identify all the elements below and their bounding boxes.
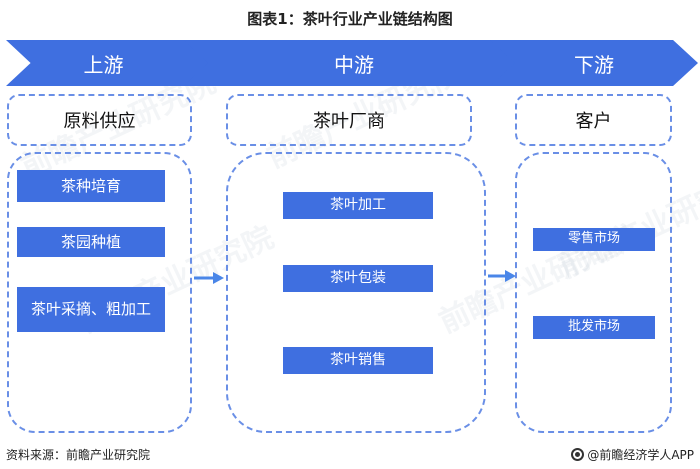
- stage-downstream-banner: 下游: [490, 40, 698, 86]
- brand-logo-icon: [571, 448, 585, 461]
- upstream-header-label: 原料供应: [63, 111, 136, 132]
- midstream-item: 茶叶销售: [283, 347, 433, 374]
- downstream-content-box: [515, 152, 672, 433]
- midstream-content-box: [226, 152, 486, 433]
- midstream-item: 茶叶加工: [283, 192, 433, 219]
- stage-midstream-banner: 中游: [184, 40, 524, 86]
- upstream-header-box: 原料供应: [7, 94, 192, 146]
- chart-title: 图表1：茶叶行业产业链结构图: [247, 10, 453, 28]
- upstream-item: 茶叶采摘、粗加工: [17, 287, 165, 332]
- stage-midstream-label: 中游: [334, 52, 374, 77]
- stage-upstream-label: 上游: [83, 52, 124, 77]
- upstream-item: 茶种培育: [17, 170, 165, 202]
- downstream-item: 批发市场: [533, 316, 655, 339]
- stage-downstream-label: 下游: [574, 52, 614, 77]
- downstream-header-box: 客户: [515, 94, 672, 146]
- midstream-item: 茶叶包装: [283, 265, 433, 292]
- stage-upstream-banner: 上游: [6, 40, 211, 86]
- midstream-header-label: 茶叶厂商: [313, 111, 385, 132]
- upstream-content-box: [7, 152, 192, 433]
- downstream-item: 零售市场: [533, 228, 655, 251]
- downstream-header-label: 客户: [575, 111, 612, 132]
- brand-credit-label: @前瞻经济学人APP: [587, 448, 694, 462]
- upstream-item: 茶园种植: [17, 227, 165, 257]
- flow-arrow-icon: [488, 270, 516, 282]
- brand-credit: @前瞻经济学人APP: [571, 446, 694, 463]
- source-note: 资料来源：前瞻产业研究院: [6, 448, 151, 462]
- midstream-header-box: 茶叶厂商: [226, 94, 472, 146]
- flow-arrow-icon: [194, 272, 224, 284]
